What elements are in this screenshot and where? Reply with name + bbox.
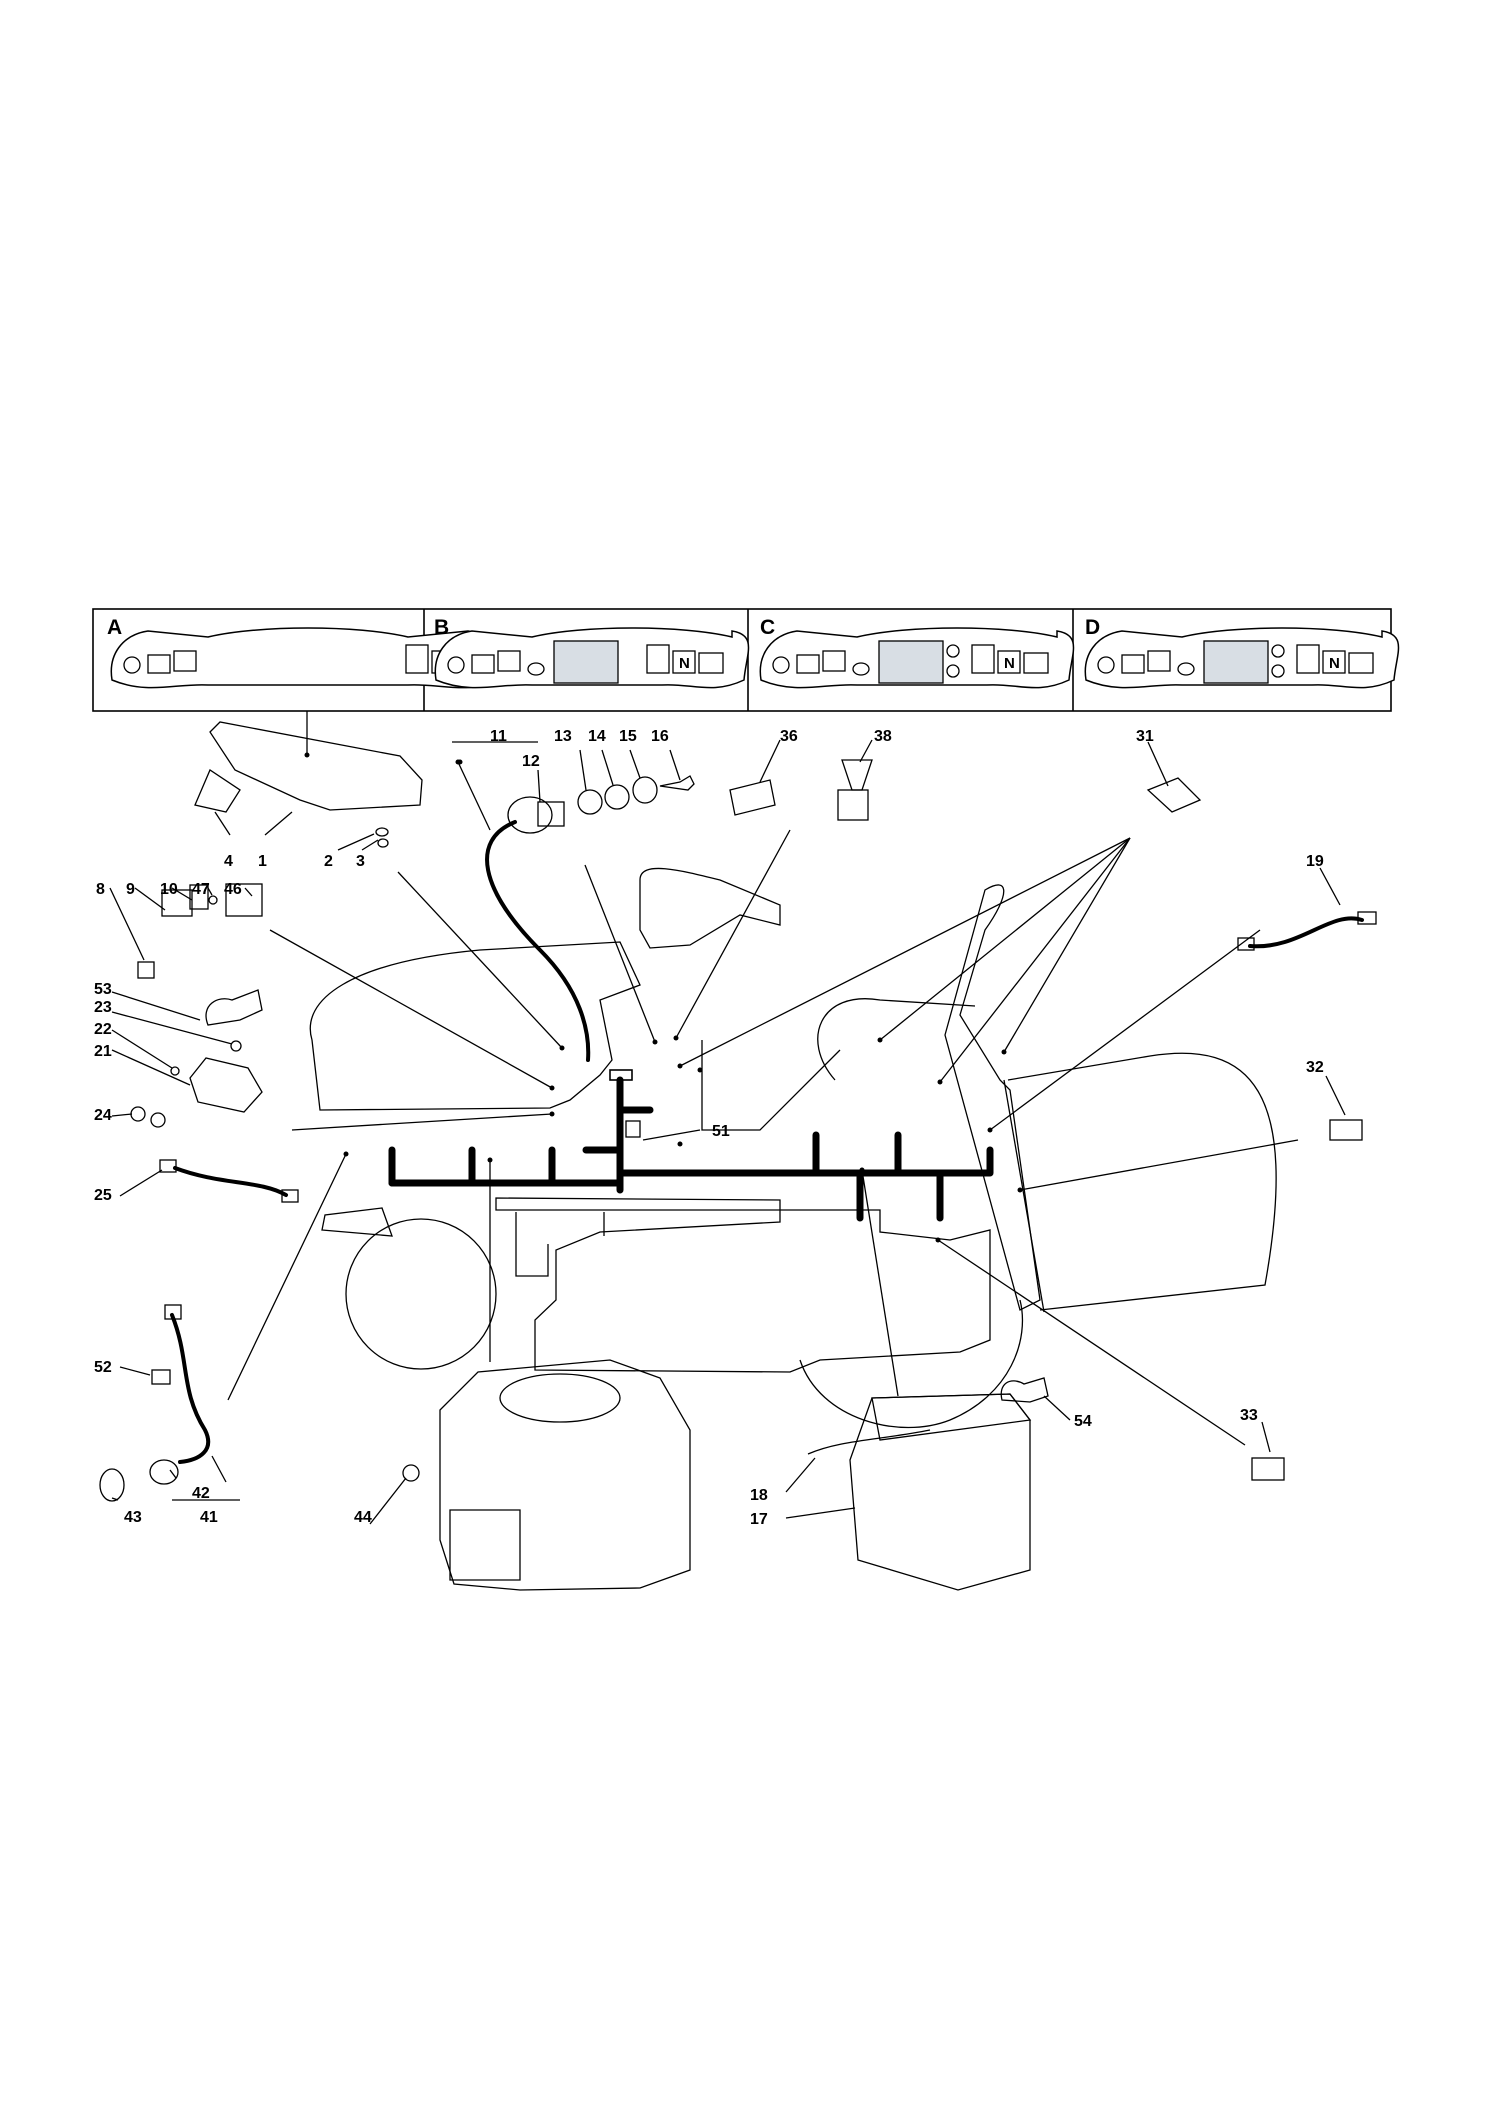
neutral-indicator-b: N — [679, 655, 690, 672]
tractor-outline — [309, 867, 1277, 1429]
callout-4: 4 — [224, 853, 233, 870]
neutral-indicator-c: N — [1004, 655, 1015, 672]
dashboard-cover-part — [209, 721, 423, 811]
callout-11: 11 — [490, 728, 507, 745]
callout-10: 10 — [160, 881, 178, 898]
callout-14: 14 — [588, 728, 606, 745]
callout-16: 16 — [651, 728, 669, 745]
callout-31: 31 — [1136, 728, 1154, 745]
callout-42: 42 — [192, 1485, 210, 1502]
terminal-boot-part — [205, 989, 263, 1026]
callout-2: 2 — [324, 853, 333, 870]
connection-dots — [304, 752, 1023, 1243]
callout-3: 3 — [356, 853, 365, 870]
callout-53: 53 — [94, 981, 112, 998]
callout-38: 38 — [874, 728, 892, 745]
dashboard-variants-box: A B C D N N — [92, 608, 1400, 712]
callout-8: 8 — [96, 881, 105, 898]
variant-label-a: A — [107, 616, 122, 639]
callout-15: 15 — [619, 728, 637, 745]
callout-21: 21 — [94, 1043, 112, 1060]
callout-54: 54 — [1074, 1413, 1092, 1430]
variant-label-d: D — [1085, 616, 1100, 639]
callout-25: 25 — [94, 1187, 112, 1204]
callout-12: 12 — [522, 753, 540, 770]
callout-13: 13 — [554, 728, 572, 745]
dashboard-panel-c: N — [759, 627, 1075, 689]
callout-41: 41 — [200, 1509, 218, 1526]
callout-33: 33 — [1240, 1407, 1258, 1424]
dashboard-panel-a: N — [110, 627, 502, 689]
callout-18: 18 — [750, 1487, 768, 1504]
callout-32: 32 — [1306, 1059, 1324, 1076]
parts — [99, 721, 1377, 1591]
callout-9: 9 — [126, 881, 135, 898]
callout-43: 43 — [124, 1509, 142, 1526]
callout-labels: 1 2 3 4 8 9 10 11 12 13 14 15 16 17 18 1… — [94, 728, 1324, 1528]
callout-51: 51 — [712, 1123, 730, 1140]
callout-1: 1 — [258, 853, 267, 870]
dashboard-panel-b: N — [434, 627, 750, 689]
neutral-indicator-d: N — [1329, 655, 1340, 672]
variant-label-c: C — [760, 616, 775, 639]
engine-part — [439, 1359, 691, 1591]
callout-17: 17 — [750, 1511, 768, 1528]
callout-19: 19 — [1306, 853, 1324, 870]
callout-36: 36 — [780, 728, 798, 745]
callout-44: 44 — [354, 1509, 372, 1526]
callout-23: 23 — [94, 999, 112, 1016]
wiring-harness — [388, 820, 994, 1222]
bracket-part — [194, 769, 241, 813]
callout-24: 24 — [94, 1107, 112, 1124]
callout-47: 47 — [192, 881, 210, 898]
dashboard-panel-d: N — [1084, 627, 1400, 689]
leader-lines — [109, 711, 1346, 1525]
callout-22: 22 — [94, 1021, 112, 1038]
callout-46: 46 — [224, 881, 242, 898]
callout-52: 52 — [94, 1359, 112, 1376]
